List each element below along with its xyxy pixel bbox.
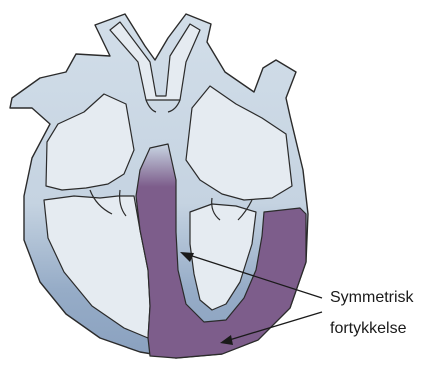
annotation-label-line1: Symmetrisk [330,289,414,307]
annotation-label-line2: fortykkelse [330,320,406,338]
